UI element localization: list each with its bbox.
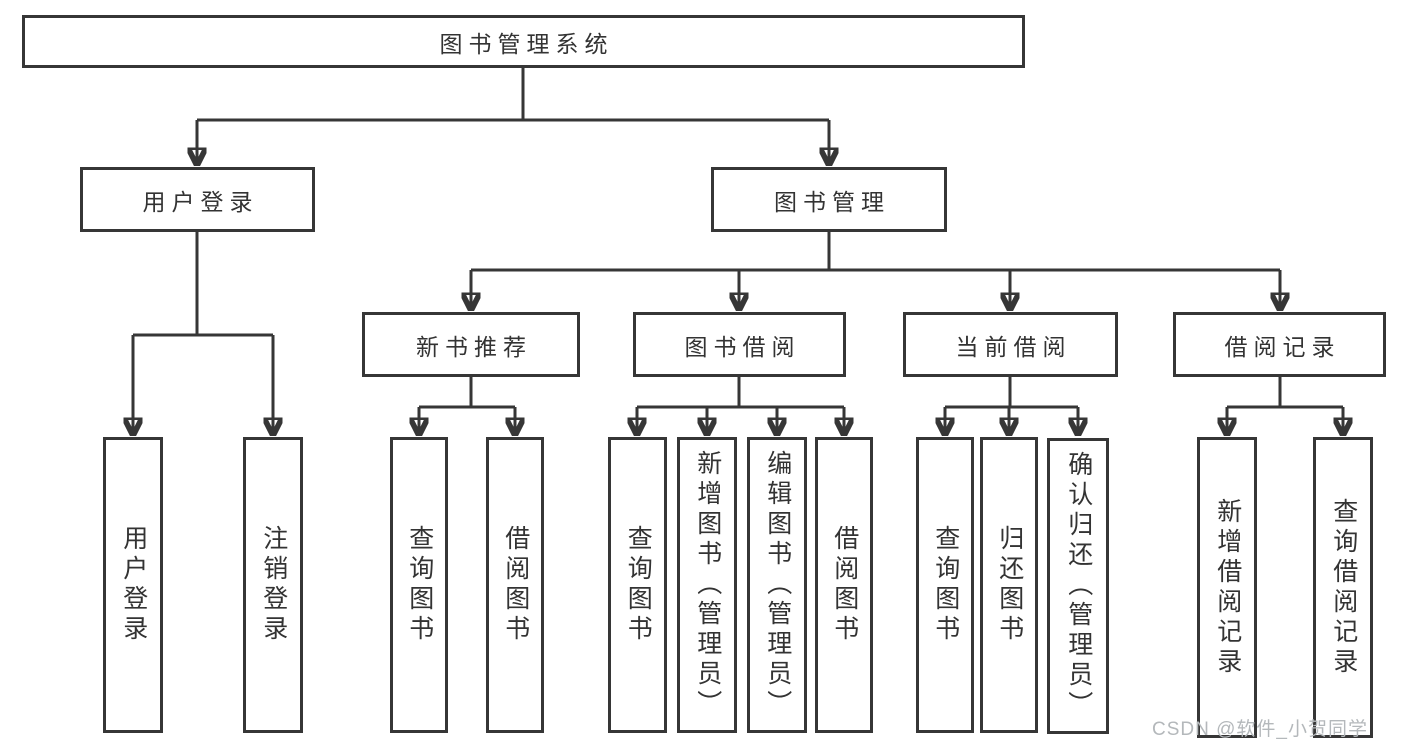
leaf-query-book-3-label: 查询图书	[931, 525, 960, 645]
node-book-management-label: 图书管理	[774, 188, 890, 215]
connector-current-borrow-children	[945, 377, 1078, 434]
node-book-borrow-label: 图书借阅	[684, 333, 801, 360]
leaf-query-book-3: 查询图书	[916, 437, 974, 733]
leaf-borrow-book-2-label: 借阅图书	[830, 525, 859, 645]
leaf-query-book-2: 查询图书	[608, 437, 667, 733]
leaf-logout: 注销登录	[243, 437, 303, 733]
connector-user-login-children	[133, 232, 273, 434]
leaf-edit-book-admin-label: 编辑图书（管理员）	[763, 450, 792, 720]
leaf-return-book-label: 归还图书	[995, 525, 1024, 645]
leaf-user-login: 用户登录	[103, 437, 163, 733]
node-borrow-record-label: 借阅记录	[1224, 333, 1341, 360]
node-book-borrow: 图书借阅	[633, 312, 846, 377]
node-root-system: 图书管理系统	[22, 15, 1025, 68]
leaf-query-borrow-record-label: 查询借阅记录	[1329, 497, 1358, 678]
leaf-add-book-admin-label: 新增图书（管理员）	[693, 450, 722, 720]
leaf-edit-book-admin: 编辑图书（管理员）	[747, 437, 807, 733]
node-borrow-record: 借阅记录	[1173, 312, 1386, 377]
connector-book-mgmt-children	[471, 232, 1280, 309]
connector-borrow-record-children	[1227, 377, 1343, 434]
leaf-user-login-label: 用户登录	[119, 525, 148, 645]
node-new-book-recommend-label: 新书推荐	[416, 333, 532, 360]
node-book-management: 图书管理	[711, 167, 947, 232]
leaf-add-book-admin: 新增图书（管理员）	[677, 437, 737, 733]
csdn-watermark: CSDN @软件_小贺同学	[1152, 719, 1368, 740]
node-user-login: 用户登录	[80, 167, 315, 232]
node-current-borrow: 当前借阅	[903, 312, 1118, 377]
leaf-confirm-return-admin-label: 确认归还（管理员）	[1064, 451, 1093, 721]
leaf-borrow-book-1: 借阅图书	[486, 437, 544, 733]
node-current-borrow-label: 当前借阅	[955, 333, 1072, 360]
connector-book-borrow-children	[637, 377, 844, 434]
leaf-query-book-2-label: 查询图书	[624, 525, 653, 645]
connector-root-to-level1	[197, 68, 829, 164]
leaf-add-borrow-record-label: 新增借阅记录	[1213, 497, 1242, 678]
leaf-borrow-book-2: 借阅图书	[815, 437, 873, 733]
connector-new-book-children	[419, 377, 515, 434]
leaf-query-book-1: 查询图书	[390, 437, 448, 733]
leaf-query-book-1-label: 查询图书	[405, 525, 434, 645]
leaf-borrow-book-1-label: 借阅图书	[501, 525, 530, 645]
node-user-login-label: 用户登录	[142, 188, 259, 215]
node-root-system-label: 图书管理系统	[439, 30, 614, 57]
leaf-query-borrow-record: 查询借阅记录	[1313, 437, 1373, 738]
node-new-book-recommend: 新书推荐	[362, 312, 580, 377]
leaf-logout-label: 注销登录	[259, 525, 288, 645]
leaf-return-book: 归还图书	[980, 437, 1038, 733]
leaf-confirm-return-admin: 确认归还（管理员）	[1047, 438, 1109, 734]
leaf-add-borrow-record: 新增借阅记录	[1197, 437, 1257, 738]
